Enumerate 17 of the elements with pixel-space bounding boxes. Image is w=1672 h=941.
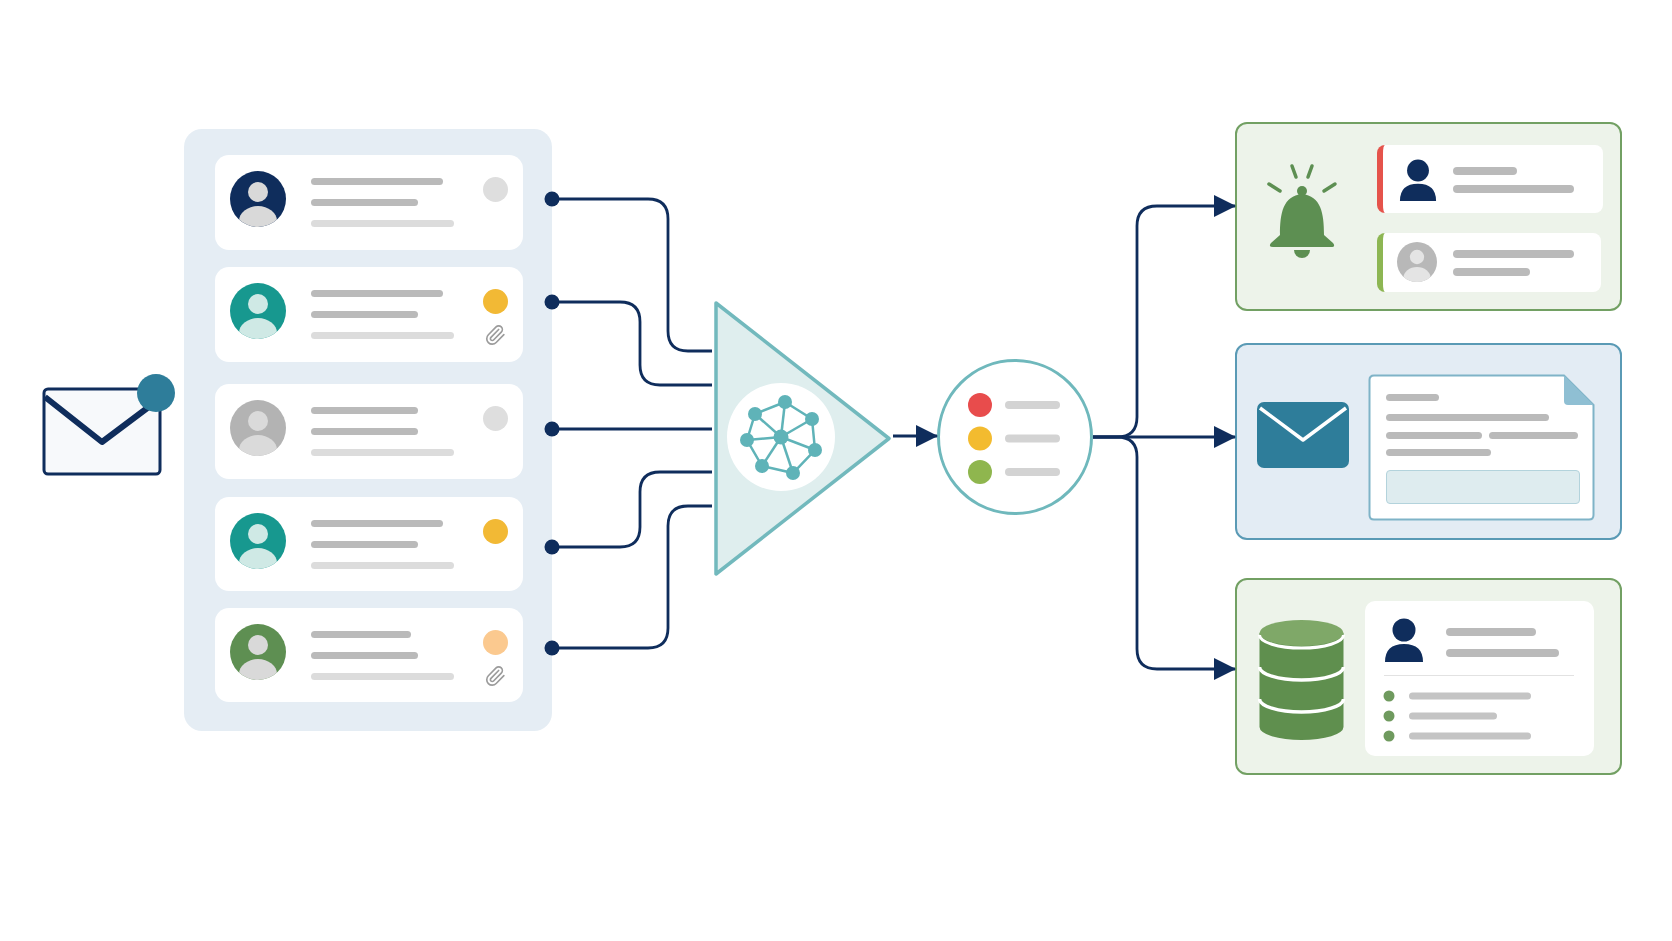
arrow [1093, 435, 1236, 680]
connector-line [544, 504, 712, 656]
connector-line [544, 421, 712, 437]
email-panel [1235, 343, 1622, 540]
database-panel [1235, 578, 1622, 775]
arrow [893, 425, 938, 447]
processor-triangle [712, 298, 893, 579]
message-card [215, 608, 523, 702]
list-panel [184, 129, 552, 731]
message-card [215, 155, 523, 250]
message-card [215, 267, 523, 362]
message-card [215, 497, 523, 591]
connector-line [544, 294, 712, 387]
message-card [215, 384, 523, 479]
connector-line [544, 191, 712, 353]
connector-line [544, 470, 712, 555]
notification-panel [1235, 122, 1622, 311]
